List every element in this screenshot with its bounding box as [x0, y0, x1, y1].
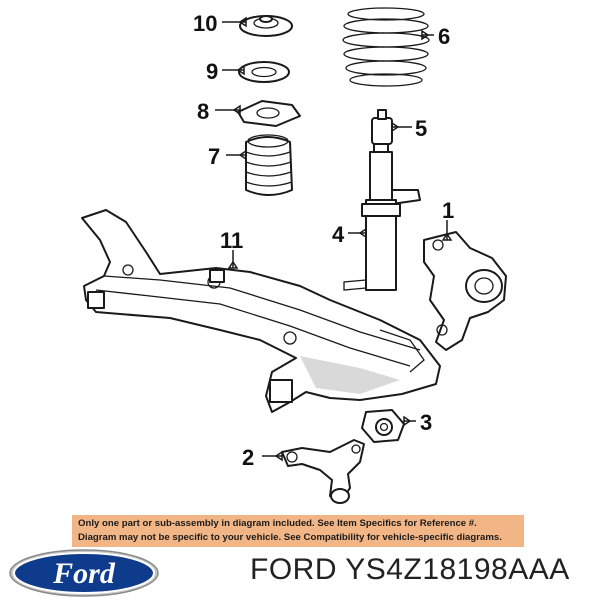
part-control-arm-bushing [361, 409, 405, 443]
callout-9: 9 [206, 59, 218, 84]
callout-2: 2 [242, 445, 254, 470]
part-subframe [81, 209, 441, 413]
disclaimer-line-2: Diagram may not be specific to your vehi… [78, 532, 502, 543]
callout-11: 11 [220, 228, 243, 253]
callout-6: 6 [438, 24, 450, 49]
callout-10: 10 [193, 11, 217, 36]
disclaimer-line-1: Only one part or sub-assembly in diagram… [78, 518, 477, 529]
part-strut-assembly [343, 151, 421, 291]
ford-logo: Ford [9, 549, 159, 597]
callout-8: 8 [197, 99, 209, 124]
callout-3: 3 [420, 410, 432, 435]
callout-1: 1 [442, 198, 454, 223]
part-strut-rod [371, 109, 393, 157]
part-strut-mount [239, 15, 293, 37]
part-bearing-plate [238, 61, 290, 83]
callout-4: 4 [332, 222, 345, 247]
callout-5: 5 [415, 116, 427, 141]
callout-7: 7 [208, 144, 220, 169]
leader-lines [215, 16, 453, 462]
part-dust-boot [245, 134, 293, 196]
part-number-caption: FORD YS4Z18198AAA [250, 553, 570, 586]
disclaimer-banner: Only one part or sub-assembly in diagram… [72, 515, 524, 547]
part-spring-seat [237, 100, 301, 127]
ford-logo-wordmark: Ford [52, 557, 116, 590]
part-coil-spring [342, 7, 430, 87]
part-steering-knuckle [423, 231, 507, 351]
part-lower-control-arm [281, 439, 365, 504]
